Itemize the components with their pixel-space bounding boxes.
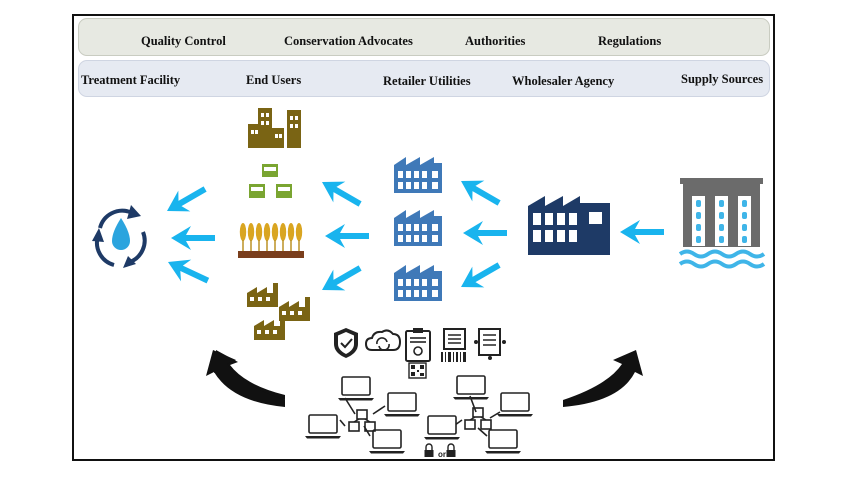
arrow-to-wholesaler: [620, 220, 664, 244]
qr-code-icon: [408, 362, 427, 379]
curved-arrow-right: [563, 350, 643, 407]
treatment-recycle-icon: [92, 205, 147, 268]
label-quality-control: Quality Control: [141, 34, 226, 48]
laptop-node: [423, 415, 461, 441]
document-barcode-icon: [441, 328, 466, 362]
arrow-to-treatment-middle: [171, 226, 215, 250]
label-treatment-facility: Treatment Facility: [81, 73, 181, 87]
label-wholesaler-agency: Wholesaler Agency: [512, 74, 615, 88]
laptop-node: [484, 429, 522, 455]
blockchain-cubes-icon: [464, 407, 492, 430]
label-supply-sources: Supply Sources: [681, 72, 764, 86]
arrow-to-end-users-upper: [316, 171, 367, 215]
curved-arrow-left: [206, 350, 285, 407]
security-shield-icon: [334, 328, 358, 358]
laptop-node: [452, 375, 490, 401]
end-user-farm-icon: [238, 223, 304, 258]
arrow-to-retailer-middle: [463, 221, 507, 245]
label-end-users: End Users: [246, 73, 302, 87]
arrow-to-end-users-lower: [316, 257, 367, 301]
blockchain-network: [304, 375, 534, 455]
arrow-to-treatment-upper: [161, 178, 212, 222]
contract-network-icon: [474, 328, 506, 360]
lock-icon: [423, 443, 435, 458]
or-label: or: [438, 450, 446, 459]
laptop-node: [383, 392, 421, 418]
laptop-node: [368, 429, 406, 455]
unlock-icon: [445, 443, 457, 458]
arrow-to-treatment-lower: [162, 251, 213, 292]
cloud-sync-icon: [364, 329, 402, 351]
end-user-buildings-icon: [248, 108, 301, 148]
end-user-factories-icon: [247, 283, 310, 340]
wholesaler-building-icon: [528, 196, 610, 255]
arrow-to-retailer-lower: [455, 254, 506, 298]
supply-dam-icon: [678, 178, 766, 269]
retailer-building-top: [394, 157, 442, 193]
retailer-building-bottom: [394, 265, 442, 301]
label-conservation-advocates: Conservation Advocates: [284, 34, 413, 48]
label-authorities: Authorities: [465, 34, 526, 48]
retailer-building-middle: [394, 210, 442, 246]
laptop-node: [496, 392, 534, 418]
entity-band: [78, 60, 770, 97]
label-regulations: Regulations: [598, 34, 662, 48]
laptop-node: [304, 414, 342, 440]
stakeholder-band: [78, 18, 770, 56]
label-retailer-utilities: Retailer Utilities: [383, 74, 471, 88]
arrow-to-retailer-upper: [455, 170, 506, 214]
laptop-node: [337, 376, 375, 402]
blockchain-cubes-icon: [348, 409, 376, 432]
arrow-to-end-users-middle: [325, 224, 369, 248]
certificate-clipboard-icon: [405, 328, 431, 362]
end-user-shops-icon: [249, 164, 292, 198]
